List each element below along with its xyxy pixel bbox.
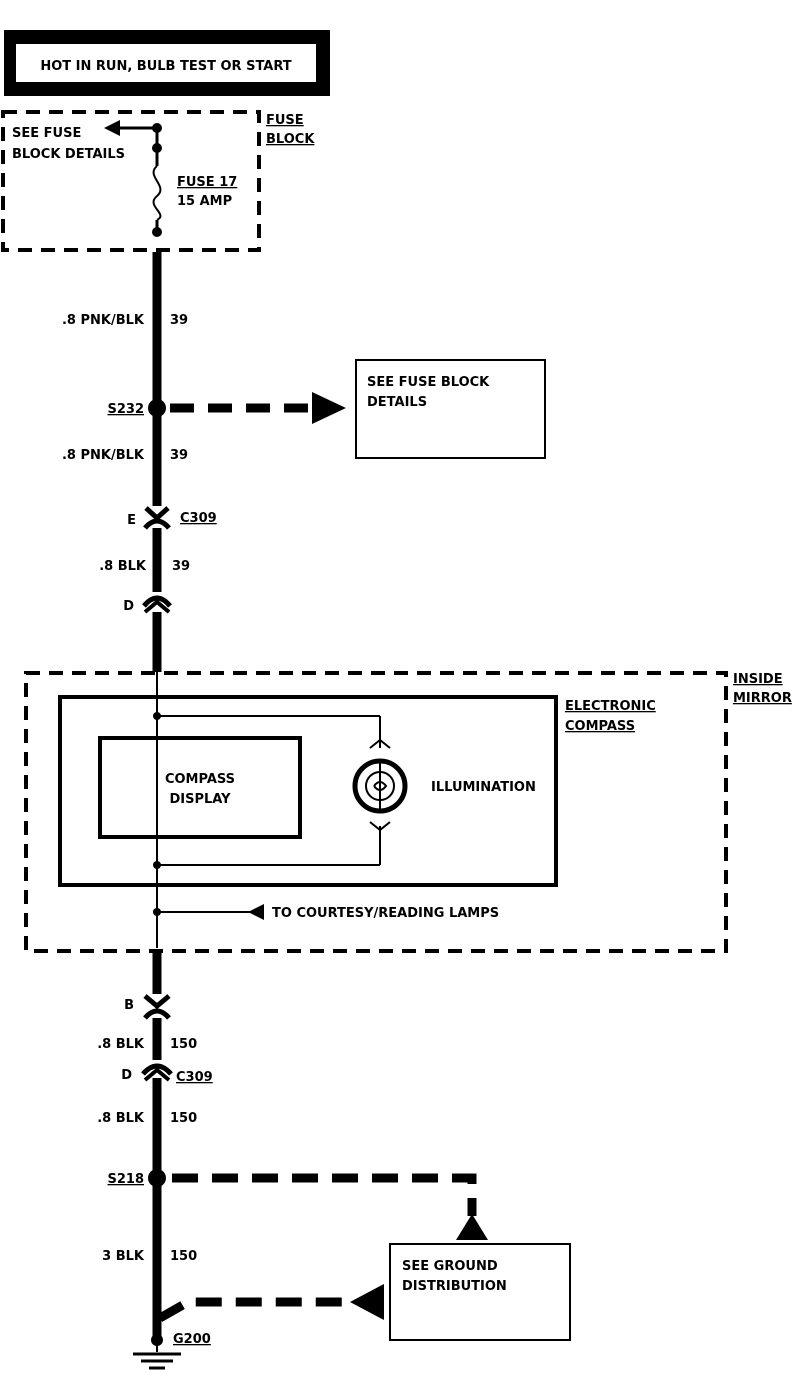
electronic-compass-title-2: COMPASS	[565, 719, 635, 734]
fuse-block-title-2: BLOCK	[266, 132, 315, 147]
see-fuse-details-1: SEE FUSE	[12, 126, 81, 141]
fuse-details-arrow-icon	[104, 120, 120, 136]
see-fuse-details-2: BLOCK DETAILS	[12, 147, 125, 162]
inside-mirror-title-2: MIRROR	[733, 691, 792, 706]
connector-pin-e: E	[127, 513, 136, 528]
compass-display-line-1: COMPASS	[165, 772, 235, 787]
compass-display-line-2: DISPLAY	[169, 792, 231, 807]
power-source-box: HOT IN RUN, BULB TEST OR START	[4, 30, 330, 96]
wire-4-circuit: 150	[170, 1037, 197, 1052]
splice-s218-label: S218	[108, 1172, 145, 1187]
illumination-label: ILLUMINATION	[431, 780, 536, 795]
inside-mirror-box: INSIDE MIRROR	[24, 671, 792, 953]
splice-s218: S218	[108, 1169, 488, 1240]
ground-distribution-box: SEE GROUND DISTRIBUTION	[389, 1243, 571, 1341]
inside-mirror-title-1: INSIDE	[733, 672, 783, 687]
wire-1-circuit: 39	[170, 313, 188, 328]
connector-c309-bottom-label: C309	[176, 1070, 213, 1085]
ground-pointer-up-icon	[456, 1214, 488, 1240]
fuse-icon	[152, 165, 162, 221]
fuse-block: FUSE BLOCK SEE FUSE BLOCK DETAILS FUSE 1…	[1, 110, 315, 252]
fuse-details-line-1: SEE FUSE BLOCK	[367, 375, 490, 390]
ground-distribution-line-2: DISTRIBUTION	[402, 1279, 507, 1294]
fuse-details-box: SEE FUSE BLOCK DETAILS	[355, 359, 546, 459]
ground-g200: G200	[133, 1310, 211, 1370]
ground-icon	[133, 1352, 181, 1370]
courtesy-label: TO COURTESY/READING LAMPS	[272, 906, 499, 921]
electronic-compass-box: ELECTRONIC COMPASS	[58, 695, 656, 887]
connector-pin-b: B	[124, 998, 134, 1013]
fuse-details-line-2: DETAILS	[367, 395, 427, 410]
splice-s232: S232	[108, 392, 346, 424]
electronic-compass-title-1: ELECTRONIC	[565, 699, 656, 714]
wire-2-circuit: 39	[170, 448, 188, 463]
wire-4-label: .8 BLK	[97, 1037, 145, 1052]
connector-c309-bottom: D C309	[121, 1063, 213, 1085]
ground-dashed-path	[157, 1284, 384, 1322]
ground-pointer-left-icon	[350, 1284, 384, 1320]
fuse-block-title-1: FUSE	[266, 113, 304, 128]
connector-pin-d-bottom: D	[121, 1068, 132, 1083]
connector-b: B	[124, 994, 171, 1020]
compass-display: COMPASS DISPLAY	[98, 736, 302, 839]
splice-s232-label: S232	[108, 402, 145, 417]
power-source-label: HOT IN RUN, BULB TEST OR START	[40, 59, 291, 74]
courtesy-arrow-icon	[248, 904, 264, 920]
connector-c309-top-label: C309	[180, 511, 217, 526]
compass-internal-wiring	[153, 672, 381, 948]
wire-6-label: 3 BLK	[102, 1249, 145, 1264]
ground-distribution-line-1: SEE GROUND	[402, 1259, 498, 1274]
fuse-rating: 15 AMP	[177, 194, 232, 209]
illumination-bulb-icon	[352, 738, 408, 832]
fuse-details-pointer-icon	[312, 392, 346, 424]
wire-2-label: .8 PNK/BLK	[62, 448, 145, 463]
connector-d-top: D	[123, 595, 172, 614]
wire-5-circuit: 150	[170, 1111, 197, 1126]
connector-pin-d-top: D	[123, 599, 134, 614]
wire-1-label: .8 PNK/BLK	[62, 313, 145, 328]
courtesy-branch: TO COURTESY/READING LAMPS	[153, 904, 499, 921]
wire-3-circuit: 39	[172, 559, 190, 574]
wire-3-label: .8 BLK	[99, 559, 147, 574]
wire-6-circuit: 150	[170, 1249, 197, 1264]
wire-5-label: .8 BLK	[97, 1111, 145, 1126]
fuse-name: FUSE 17	[177, 175, 237, 190]
ground-g200-label: G200	[173, 1332, 211, 1347]
connector-c309-top: E C309	[127, 506, 217, 530]
